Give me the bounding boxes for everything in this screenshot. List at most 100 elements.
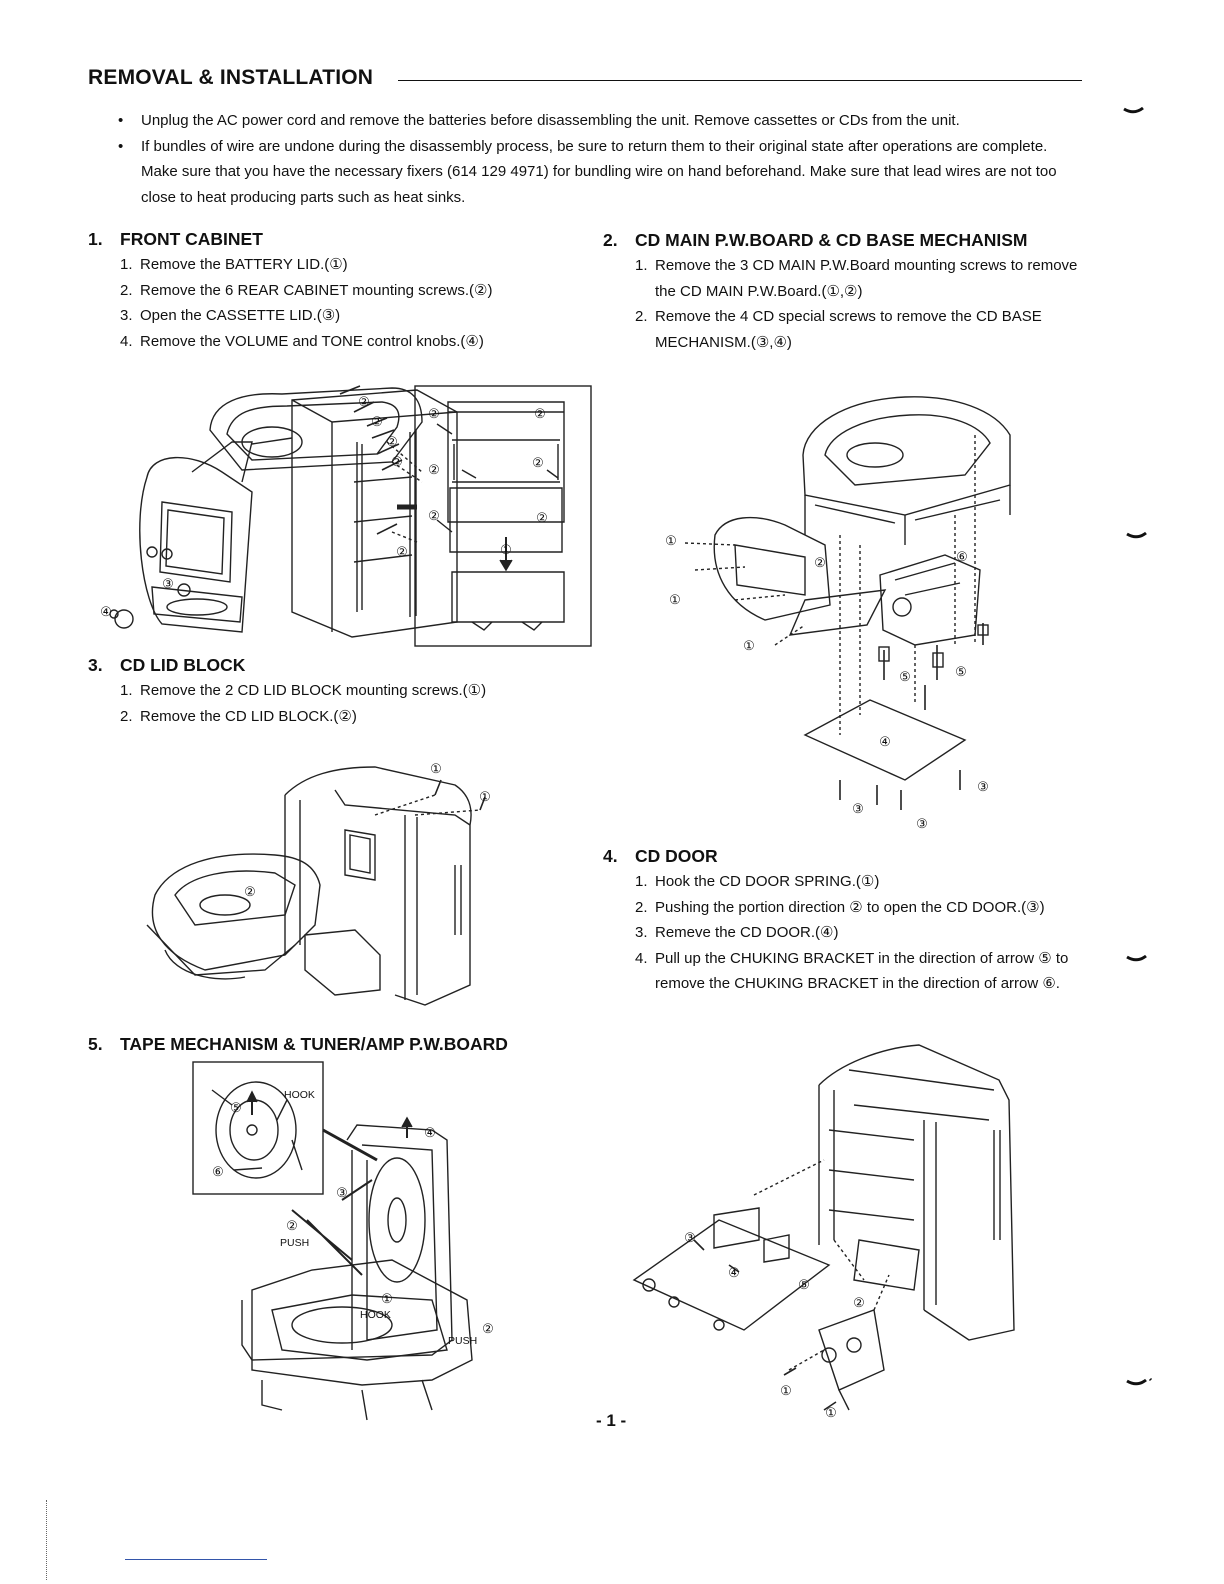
step-item: 4.Remove the VOLUME and TONE control kno…	[120, 329, 558, 355]
section-number: 1.	[88, 229, 103, 249]
intro-bullet: Unplug the AC power cord and remove the …	[116, 108, 1082, 134]
step-item: 2. Remove the 4 CD special screws to remo…	[635, 304, 1088, 355]
callout-1: ①	[381, 1291, 393, 1306]
section-cd-lid-block: 3.CD LID BLOCK 1. Remove the 2 CD LID BLO…	[88, 655, 558, 729]
callout-1: ①	[665, 533, 677, 548]
callout-2: ②	[396, 544, 408, 559]
step-number: 2.	[120, 281, 133, 299]
step-text: Hook the CD DOOR SPRING.(①)	[655, 873, 880, 890]
step-text: Remove the 3 CD MAIN P.W.Board mounting …	[655, 257, 1078, 300]
cd-lid-block-diagram: ① ① ②	[146, 761, 491, 1006]
step-list: 1. Hook the CD DOOR SPRING.(①) 2.Pushing …	[635, 869, 1088, 997]
step-number: 1.	[635, 257, 648, 274]
callout-6: ⑥	[956, 549, 968, 564]
callout-2: ②	[428, 508, 440, 523]
page-title: REMOVAL & INSTALLATION	[88, 66, 374, 89]
callout-2: ②	[536, 510, 548, 525]
step-list: 1. Remove the 3 CD MAIN P.W.Board mountin…	[635, 253, 1088, 355]
step-number: 1.	[120, 256, 133, 273]
section-number: 3.	[88, 655, 103, 675]
step-text: Remove the CD LID BLOCK.(②)	[140, 707, 357, 725]
step-number: 4.	[635, 949, 648, 967]
callout-1: ①	[669, 592, 681, 607]
callout-3: ③	[336, 1185, 348, 1200]
step-number: 1.	[635, 873, 648, 890]
step-text: Open the CASSETTE LID.(③)	[140, 307, 341, 325]
callout-6: ⑥	[212, 1164, 224, 1179]
hook-label: HOOK	[284, 1089, 315, 1101]
margin-mark	[1126, 1377, 1153, 1386]
step-list: 1. Remove the 2 CD LID BLOCK mounting scr…	[120, 678, 558, 729]
callout-2: ②	[482, 1321, 494, 1336]
margin-mark	[1123, 106, 1144, 114]
step-item: 1. Hook the CD DOOR SPRING.(①)	[635, 869, 1088, 895]
hook-label: HOOK	[360, 1309, 391, 1321]
callout-2: ②	[534, 406, 546, 421]
step-number: 2.	[120, 707, 133, 725]
step-text: Remove the 2 CD LID BLOCK mounting screw…	[140, 682, 487, 699]
section-number: 4.	[603, 846, 618, 866]
callout-2: ②	[386, 434, 398, 449]
callout-2: ②	[814, 555, 826, 570]
step-item: 1. Remove the 2 CD LID BLOCK mounting scr…	[120, 678, 558, 704]
tape-mechanism-diagram: ③ ④ ⑤ ② ① ①	[632, 1044, 1015, 1420]
callout-5: ⑤	[955, 664, 967, 679]
callout-2: ②	[286, 1218, 298, 1233]
step-number: 2.	[635, 308, 648, 326]
step-text: Remove the BATTERY LID.(①)	[140, 256, 348, 273]
step-item: 1. Remove the 3 CD MAIN P.W.Board mountin…	[635, 253, 1088, 304]
callout-1: ①	[430, 761, 442, 776]
intro-bullet: If bundles of wire are undone during the…	[116, 134, 1082, 211]
callout-1: ①	[500, 542, 512, 557]
callout-3: ③	[162, 576, 174, 591]
callout-4: ④	[879, 734, 891, 749]
section-number: 5.	[88, 1034, 103, 1054]
section-tape-mechanism: 5.TAPE MECHANISM & TUNER/AMP P.W.BOARD	[88, 1034, 588, 1055]
cd-door-diagram: ⑤ ⑥ ④ ③ ② ① ② HOOK HOOK PUSH PUSH	[192, 1061, 494, 1421]
callout-2: ②	[428, 462, 440, 477]
section-title: CD DOOR	[635, 846, 718, 866]
step-item: 4.Pull up the CHUKING BRACKET in the dir…	[635, 946, 1088, 997]
title-rule	[398, 80, 1082, 81]
section-cd-main-board: 2.CD MAIN P.W.BOARD & CD BASE MECHANISM …	[603, 230, 1088, 355]
section-heading: 5.TAPE MECHANISM & TUNER/AMP P.W.BOARD	[88, 1034, 588, 1055]
callout-4: ④	[728, 1265, 740, 1280]
callout-5: ⑤	[798, 1277, 810, 1292]
step-item: 2.Remove the 6 REAR CABINET mounting scr…	[120, 278, 558, 304]
step-number: 2.	[635, 898, 648, 916]
callout-1: ①	[743, 638, 755, 653]
callout-4: ④	[100, 604, 112, 619]
section-heading: 4. CD DOOR	[603, 846, 1088, 867]
section-title: FRONT CABINET	[120, 229, 263, 249]
section-title: CD MAIN P.W.BOARD & CD BASE MECHANISM	[635, 230, 1028, 250]
callout-2: ②	[428, 406, 440, 421]
callout-3: ③	[852, 801, 864, 816]
section-number: 2.	[603, 230, 618, 250]
step-text: Remove the VOLUME and TONE control knobs…	[140, 332, 484, 350]
callout-1: ①	[780, 1383, 792, 1398]
callout-4: ④	[424, 1125, 436, 1140]
callout-2: ②	[532, 455, 544, 470]
step-text: Remove the 4 CD special screws to remove…	[655, 308, 1042, 351]
callout-2: ②	[391, 454, 403, 469]
callout-2: ②	[371, 414, 383, 429]
step-item: 3.Remeve the CD DOOR.(④)	[635, 920, 1088, 946]
margin-mark	[1126, 531, 1147, 539]
section-heading: 3.CD LID BLOCK	[88, 655, 558, 676]
scan-edge-mark	[46, 1500, 48, 1580]
callout-1: ①	[825, 1405, 837, 1420]
step-item: 2. Remove the CD LID BLOCK.(②)	[120, 704, 558, 730]
step-list: 1.Remove the BATTERY LID.(①) 2.Remove th…	[120, 252, 558, 354]
cd-main-board-diagram: ① ① ① ② ⑥ ⑤ ⑤ ④ ③ ③ ③	[665, 396, 1011, 831]
callout-3: ③	[916, 816, 928, 831]
step-number: 1.	[120, 682, 133, 699]
callout-5: ⑤	[230, 1100, 242, 1115]
section-heading: 2. CD MAIN P.W.BOARD & CD BASE MECHANISM	[603, 230, 1088, 251]
step-item: 2.Pushing the portion direction ② to ope…	[635, 895, 1088, 921]
step-text: Remeve the CD DOOR.(④)	[655, 924, 839, 942]
section-cd-door: 4. CD DOOR 1. Hook the CD DOOR SPRING.(①) …	[603, 846, 1088, 997]
footer-rule	[125, 1559, 267, 1560]
page-number: - 1 -	[596, 1411, 627, 1430]
step-number: 3.	[120, 307, 133, 325]
front-cabinet-diagram: ② ② ② ② ② ③ ④ ② ② ② ② ② ② ①	[100, 385, 592, 647]
